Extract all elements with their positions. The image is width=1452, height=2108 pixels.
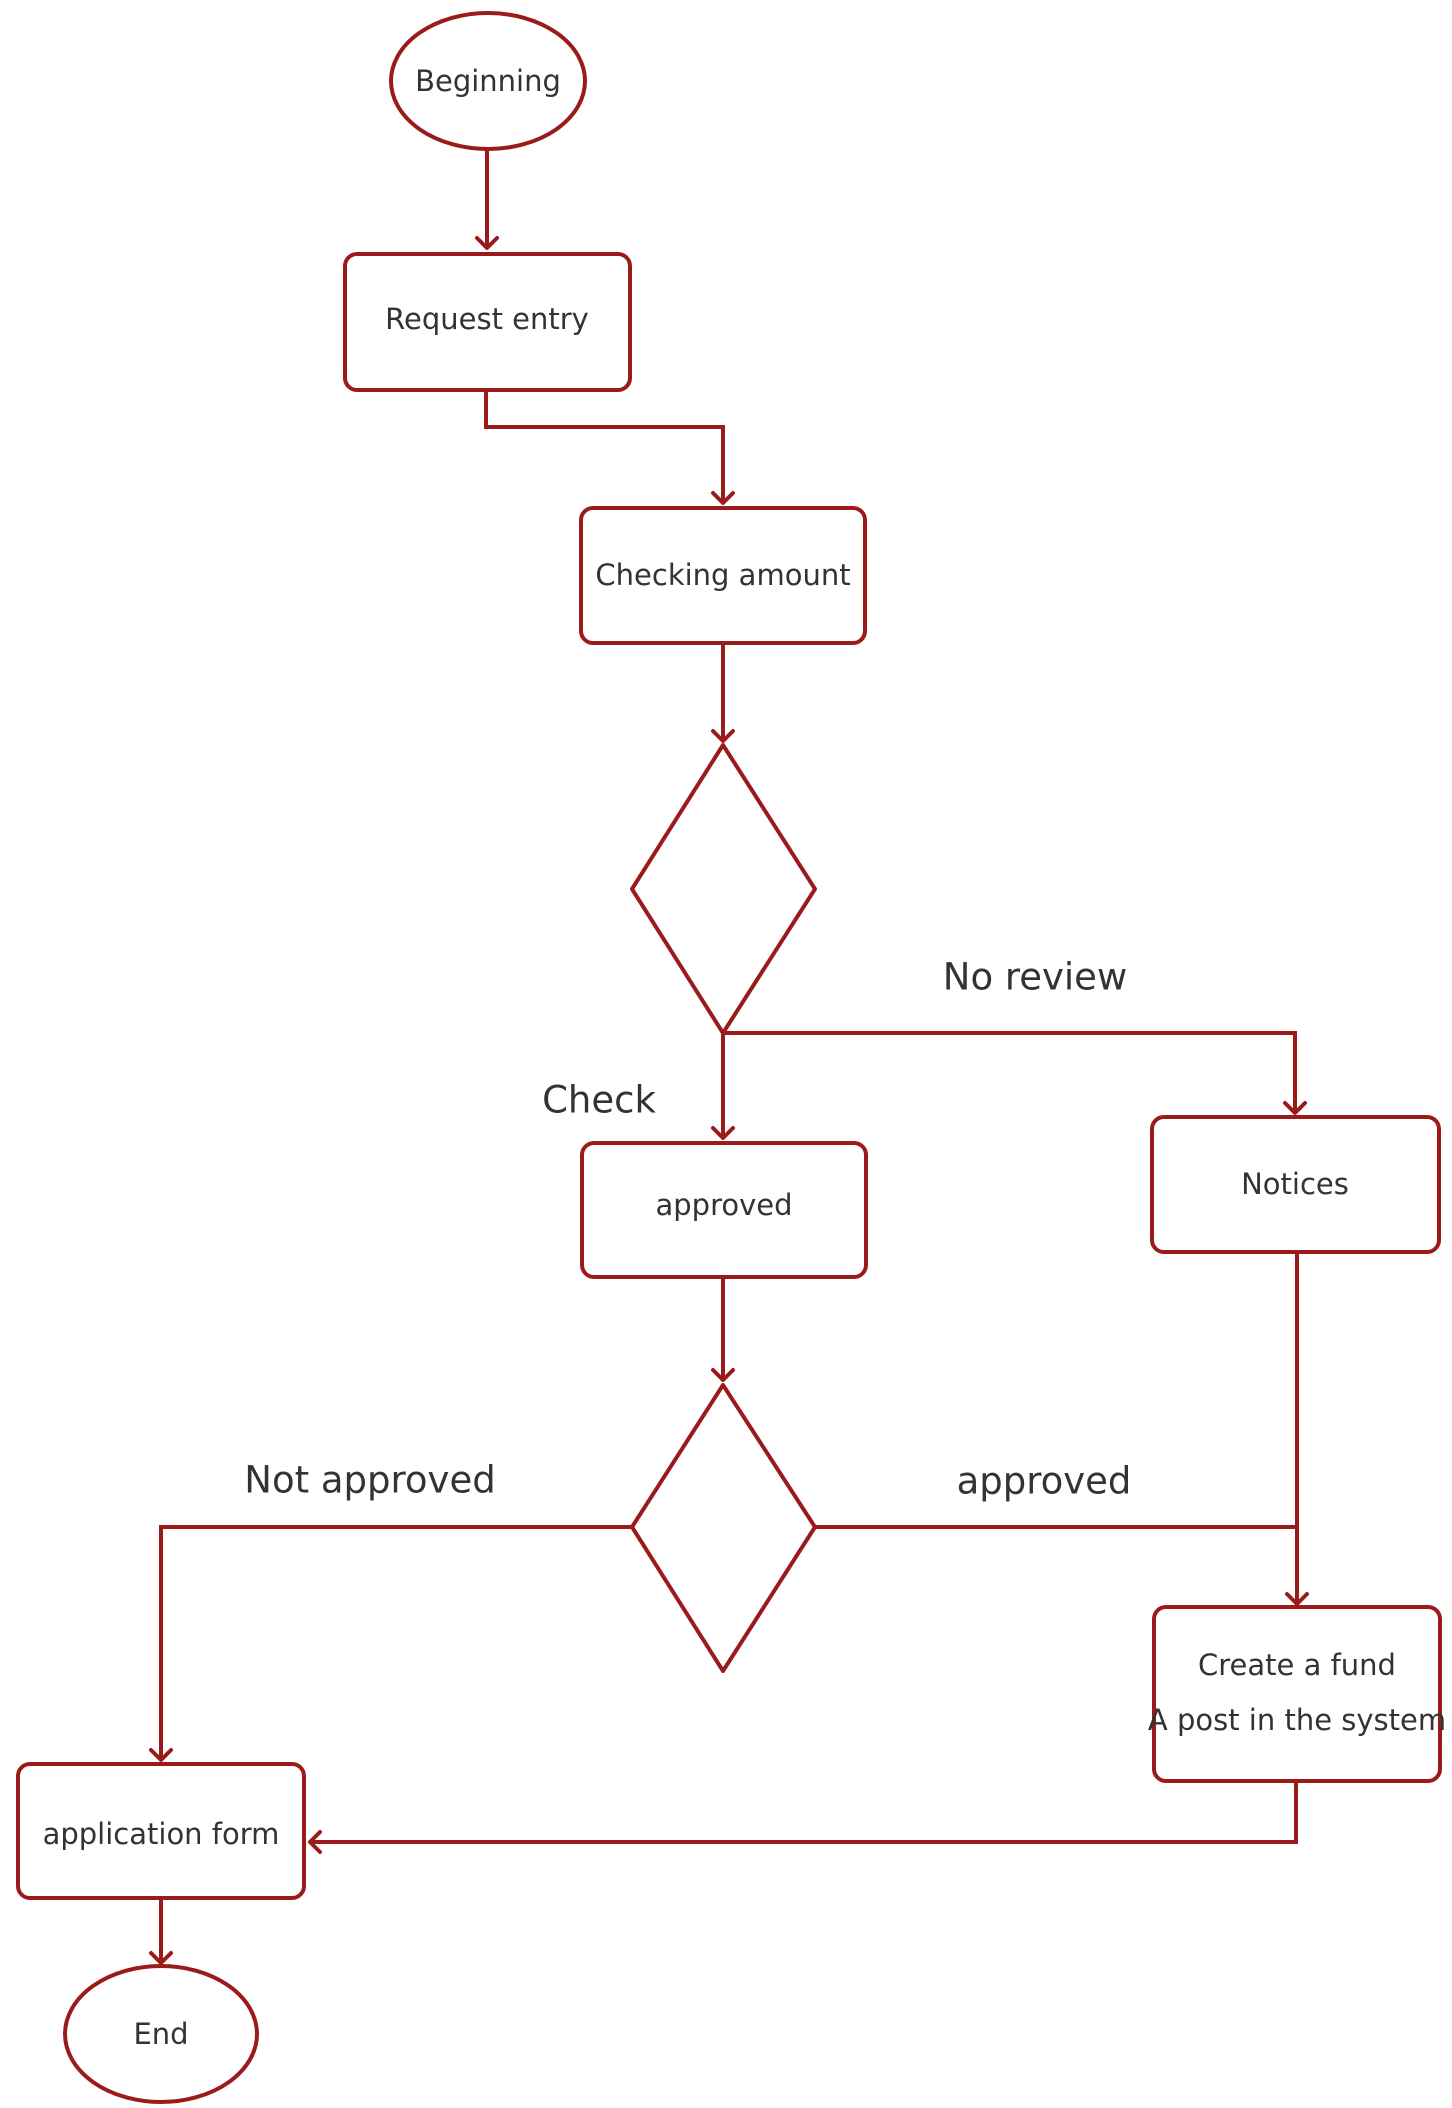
notices-label: Notices <box>1241 1167 1349 1201</box>
end-node-label: End <box>133 2017 188 2051</box>
edge-label-check: Check <box>542 1079 656 1122</box>
edge-label-not-approved: Not approved <box>244 1459 495 1502</box>
checking-amount-node[interactable]: Checking amount <box>579 506 867 645</box>
create-fund-label-line1: Create a fund <box>1198 1648 1396 1682</box>
application-form-node[interactable]: application form <box>16 1762 306 1900</box>
approved-node[interactable]: approved <box>580 1141 868 1279</box>
edge-decision-review-to-notices <box>723 1031 1307 1115</box>
nodes: Beginning Request entry Checking amount … <box>16 11 1446 2104</box>
request-entry-node[interactable]: Request entry <box>343 252 632 392</box>
notices-node[interactable]: Notices <box>1150 1115 1441 1254</box>
arrowhead <box>475 236 499 250</box>
edge-notices-to-create-fund <box>1285 1251 1309 1606</box>
arrowhead <box>711 1126 735 1140</box>
edge-label-approved: approved <box>957 1460 1132 1503</box>
arrowhead <box>711 1368 735 1382</box>
create-fund-node[interactable]: Create a fund A post in the system <box>1148 1605 1446 1783</box>
start-node-label: Beginning <box>415 64 561 98</box>
edge-checking-amount-to-decision-review <box>711 644 735 743</box>
arrowhead <box>149 1748 173 1762</box>
arrowhead <box>149 1951 173 1965</box>
arrowhead <box>1283 1101 1307 1115</box>
edge-decision-approval-to-application-form <box>149 1525 632 1762</box>
edge-start-to-request-entry <box>475 150 499 250</box>
arrowhead <box>1285 1592 1309 1606</box>
arrowhead <box>711 729 735 743</box>
checking-amount-label: Checking amount <box>595 558 850 592</box>
edge-decision-review-to-approved <box>711 1033 735 1140</box>
edge-create-fund-to-application-form <box>308 1780 1298 1854</box>
end-node[interactable]: End <box>63 1964 259 2104</box>
decision-review-diamond[interactable] <box>630 743 817 1035</box>
edge-label-no-review: No review <box>943 956 1127 999</box>
create-fund-label-line2: A post in the system <box>1148 1703 1446 1737</box>
edge-request-entry-to-checking-amount <box>484 392 735 505</box>
request-entry-label: Request entry <box>385 302 589 336</box>
start-node[interactable]: Beginning <box>389 11 587 151</box>
arrowhead <box>308 1830 322 1854</box>
edge-labels: No review Check Not approved approved <box>244 956 1131 1503</box>
arrowhead <box>711 491 735 505</box>
edge-approved-to-decision-approval <box>711 1275 735 1382</box>
application-form-label: application form <box>43 1817 280 1851</box>
edges <box>149 150 1309 1965</box>
approved-node-label: approved <box>655 1188 792 1222</box>
decision-approval-diamond[interactable] <box>630 1383 817 1673</box>
edge-application-form-to-end <box>149 1898 173 1965</box>
